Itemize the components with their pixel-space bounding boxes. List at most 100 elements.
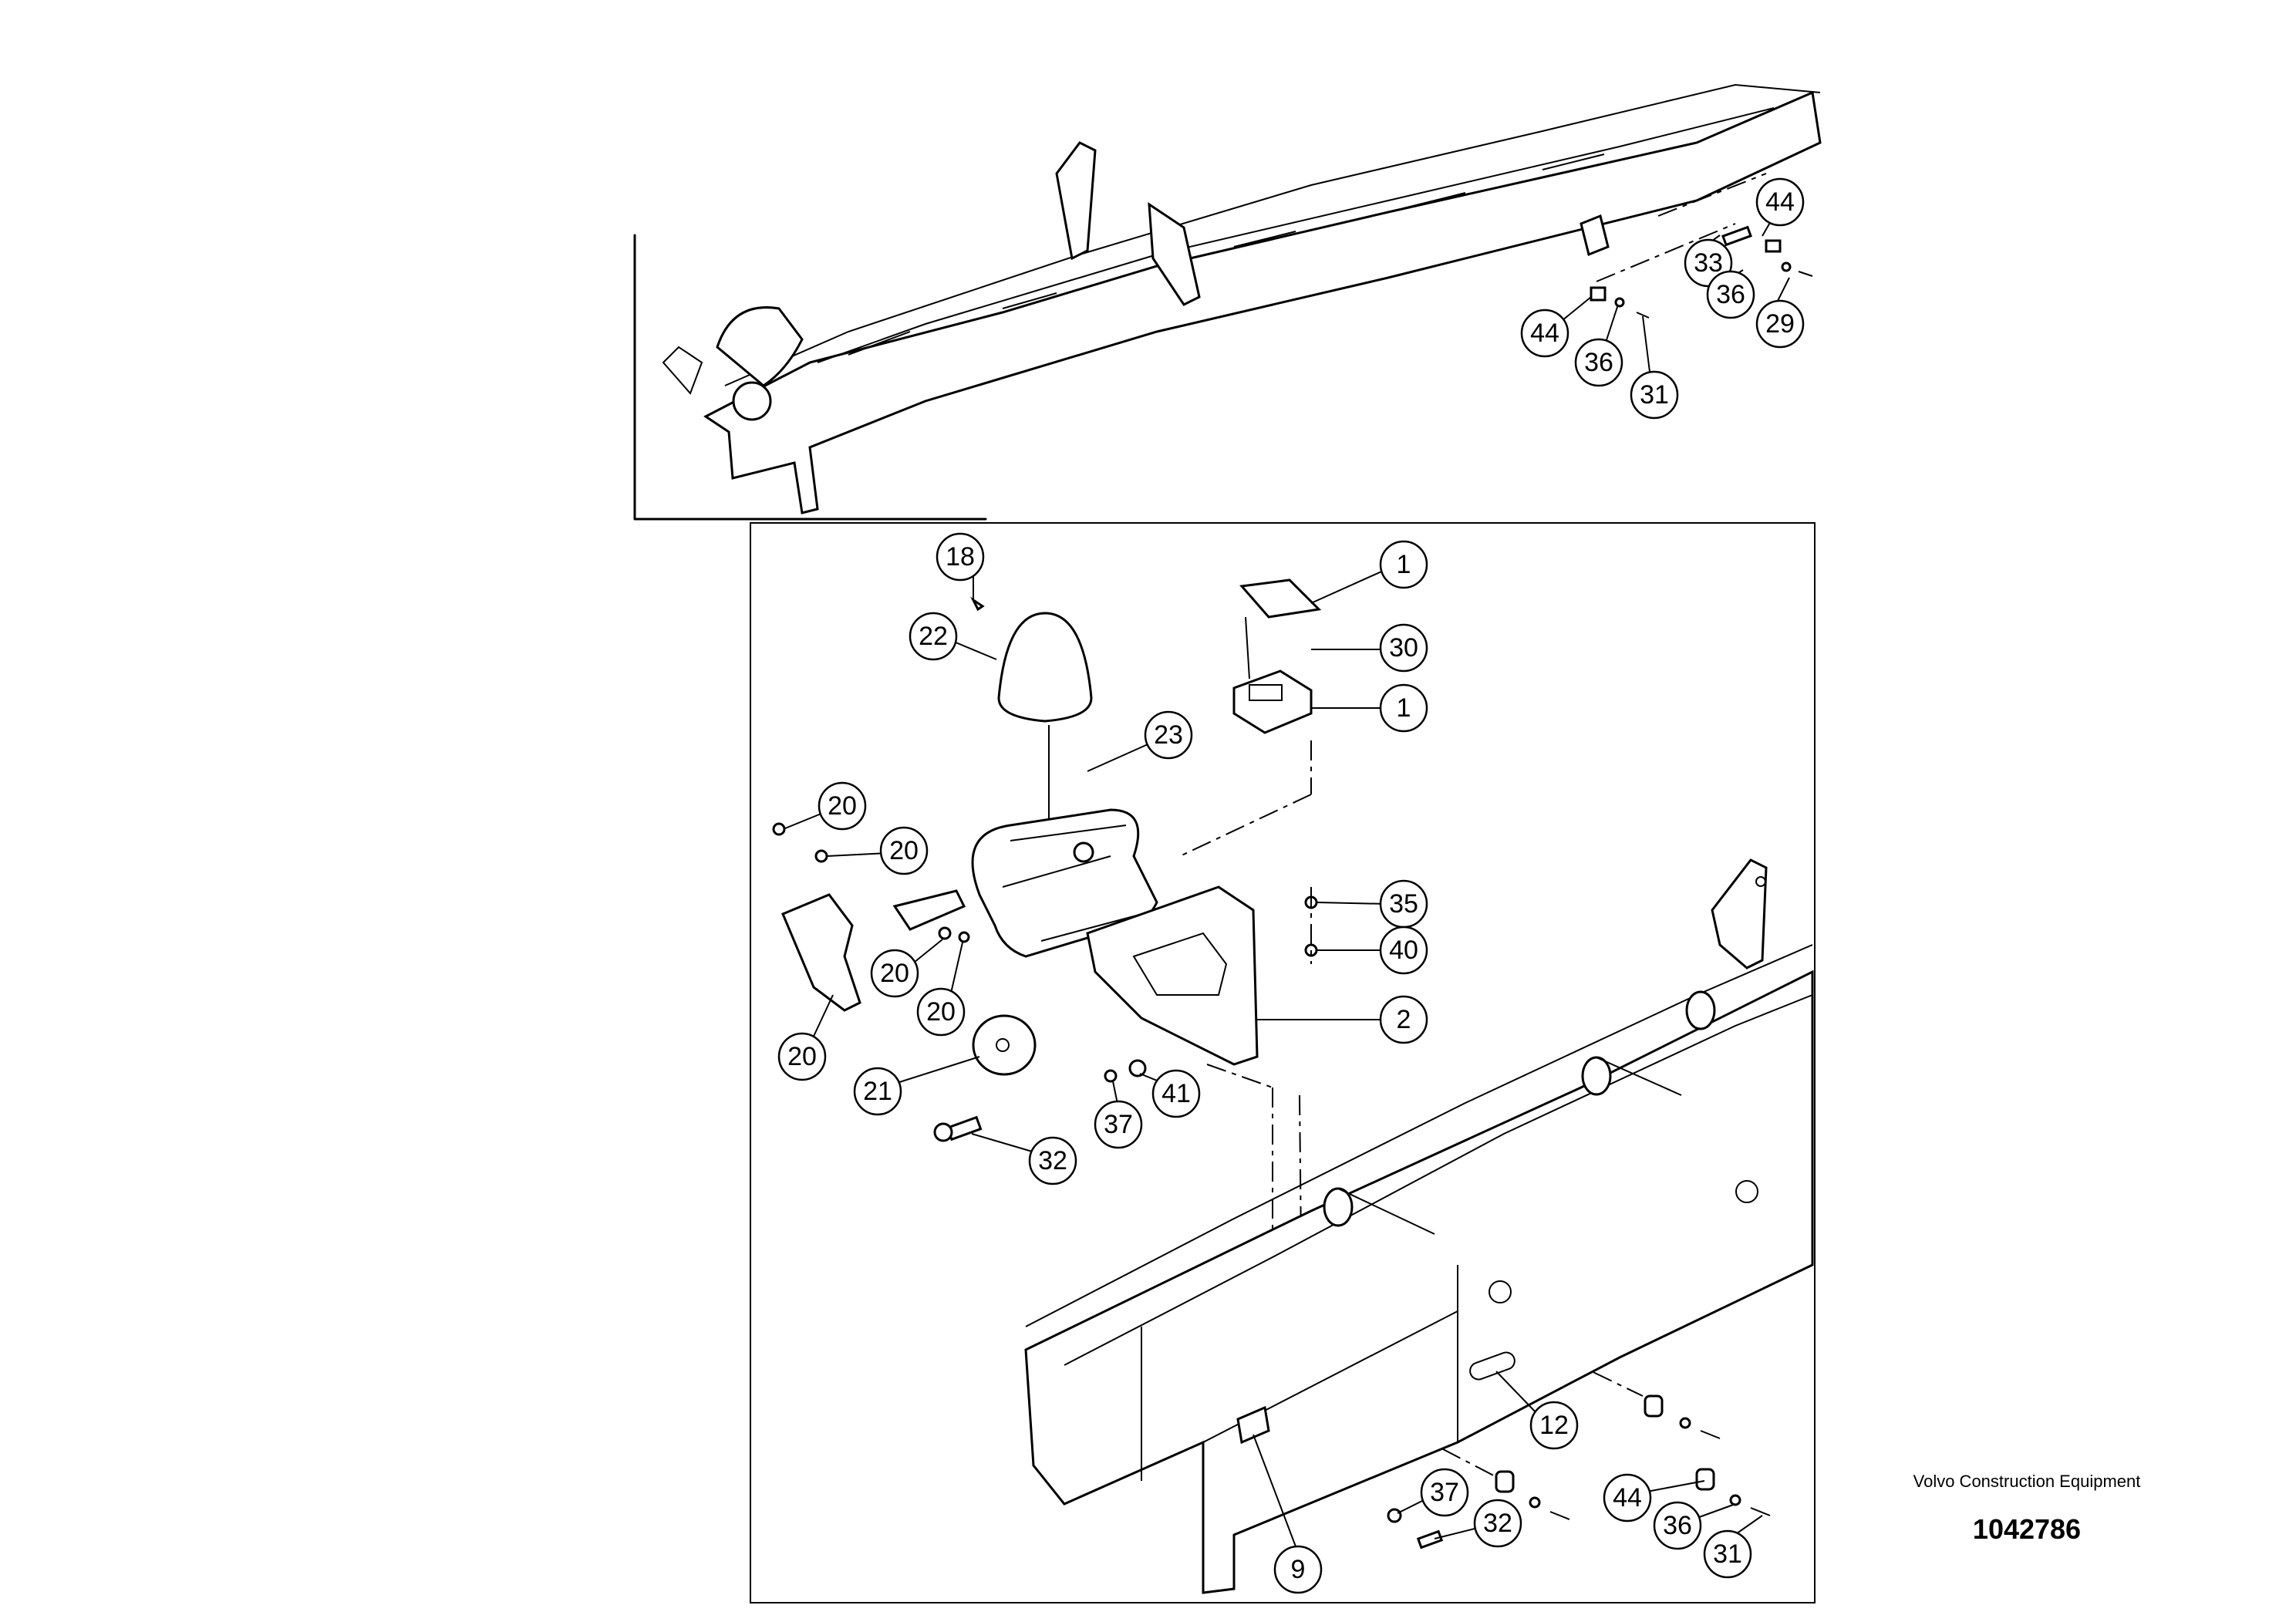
callout-circle: [1379, 683, 1428, 733]
callout-label: 37: [1104, 1110, 1133, 1139]
callout-31: 31: [1703, 1529, 1752, 1579]
callout-37: 37: [1420, 1468, 1469, 1517]
callout-circle: [777, 1032, 827, 1081]
callout-label: 20: [880, 959, 909, 988]
callout-circle: [1706, 270, 1755, 319]
callout-circle: [853, 1067, 902, 1116]
callout-label: 1: [1397, 693, 1411, 723]
mounting-plate-9: [1236, 1405, 1270, 1445]
control-unit-lid: [1239, 578, 1322, 619]
callout-label: 31: [1640, 380, 1669, 410]
callout-label: 44: [1765, 187, 1795, 217]
callout-label: 20: [889, 836, 919, 865]
callout-label: 36: [1716, 280, 1745, 309]
callout-label: 40: [1389, 936, 1418, 965]
callout-circle: [870, 949, 919, 998]
callout-29: 29: [1755, 299, 1805, 349]
detail-frame: [750, 522, 1816, 1603]
callout-circle: [1574, 338, 1623, 387]
beacon-lamp: [997, 612, 1093, 723]
callout-label: 44: [1530, 319, 1559, 348]
callout-label: 36: [1663, 1511, 1692, 1540]
callout-circle: [1630, 370, 1679, 420]
callout-44: 44: [1603, 1473, 1652, 1523]
callout-circle: [1379, 540, 1428, 589]
callout-31: 31: [1630, 370, 1679, 420]
overview-inset: [633, 83, 1822, 521]
side-bracket: [781, 893, 861, 1012]
callout-35: 35: [1379, 879, 1428, 929]
callout-20: 20: [777, 1032, 827, 1081]
callout-label: 41: [1161, 1079, 1191, 1108]
callout-32: 32: [1028, 1136, 1077, 1185]
callout-circle: [1473, 1499, 1522, 1548]
brand-name: Volvo Construction Equipment: [1913, 1472, 2141, 1491]
callout-label: 20: [787, 1042, 817, 1071]
callout-41: 41: [1151, 1069, 1201, 1118]
callout-label: 1: [1397, 550, 1411, 579]
callout-label: 20: [926, 997, 956, 1027]
callout-36: 36: [1706, 270, 1755, 319]
callout-circle: [1379, 926, 1428, 975]
callout-44: 44: [1755, 177, 1805, 227]
callout-circle: [916, 987, 966, 1037]
detail-assembly: [772, 578, 1814, 1594]
callout-label: 32: [1483, 1509, 1512, 1538]
callout-circle: [1379, 623, 1428, 673]
callout-2: 2: [1379, 995, 1428, 1044]
callout-36: 36: [1574, 338, 1623, 387]
callout-label: 44: [1613, 1483, 1642, 1512]
beacon-guard: [971, 808, 1158, 958]
overview-hoop-guard: [716, 306, 804, 387]
overview-frame-side: [703, 90, 1822, 514]
callout-1: 1: [1379, 540, 1428, 589]
document-number: 1042786: [1972, 1513, 2082, 1545]
callout-label: 31: [1713, 1539, 1742, 1569]
callout-circle: [1653, 1501, 1702, 1550]
callout-label: 33: [1694, 248, 1723, 278]
callout-circle: [879, 826, 929, 875]
mounting-plate: [1086, 885, 1259, 1066]
callout-20: 20: [818, 781, 867, 831]
callout-12: 12: [1529, 1401, 1579, 1450]
callout-circle: [1603, 1473, 1652, 1523]
callout-circle: [1755, 177, 1805, 227]
callout-label: 20: [828, 791, 857, 821]
callout-circle: [1151, 1069, 1201, 1118]
callout-circle: [1529, 1401, 1579, 1450]
callout-label: 12: [1539, 1411, 1569, 1440]
callout-circle: [818, 781, 867, 831]
leader-lines: [784, 215, 1790, 1553]
callout-label: 21: [863, 1077, 892, 1106]
callout-circle: [1755, 299, 1805, 349]
callout-circle: [1144, 710, 1193, 760]
callout-30: 30: [1379, 623, 1428, 673]
callout-18: 18: [936, 532, 985, 582]
callout-20: 20: [916, 987, 966, 1037]
callout-circle: [1094, 1100, 1143, 1149]
callout-23: 23: [1144, 710, 1193, 760]
callout-circle: [1420, 1468, 1469, 1517]
callout-circle: [1520, 309, 1569, 358]
callout-circle: [1703, 1529, 1752, 1579]
callout-label: 36: [1584, 348, 1613, 377]
callout-label: 30: [1389, 633, 1418, 663]
callout-9: 9: [1273, 1545, 1323, 1594]
callout-circle: [1273, 1545, 1323, 1594]
bolt: [946, 1115, 983, 1141]
callout-label: 18: [946, 542, 975, 572]
callout-21: 21: [853, 1067, 902, 1116]
callout-label: 29: [1765, 309, 1795, 339]
horn: [972, 1014, 1037, 1076]
callout-label: 22: [919, 622, 948, 651]
callout-label: 2: [1397, 1005, 1411, 1034]
callout-circle: [1028, 1136, 1077, 1185]
callout-37: 37: [1094, 1100, 1143, 1149]
control-unit: [1232, 669, 1313, 734]
callout-label: 32: [1038, 1146, 1067, 1175]
callout-circle: [936, 532, 985, 582]
callout-22: 22: [909, 612, 958, 661]
callout-32: 32: [1473, 1499, 1522, 1548]
